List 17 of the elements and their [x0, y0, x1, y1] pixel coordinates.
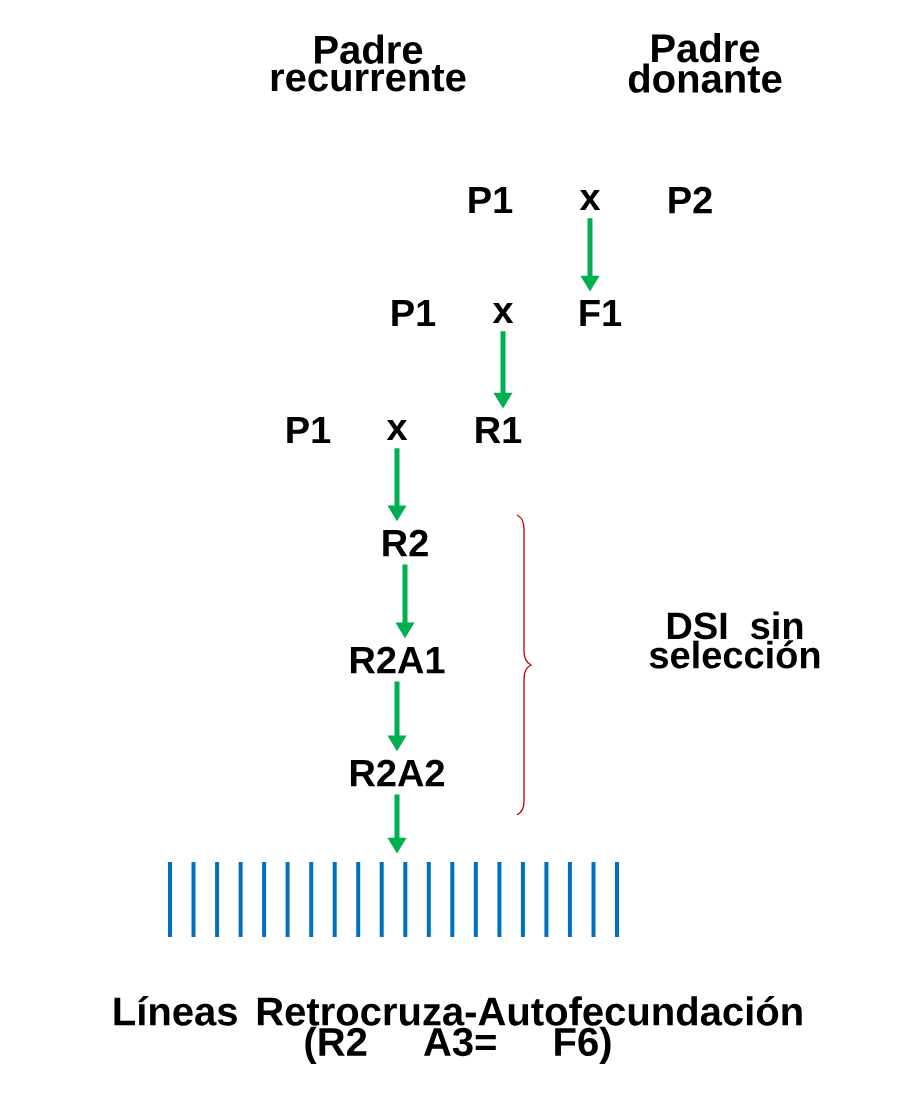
node-text: x — [386, 419, 408, 441]
node-text: P1 — [287, 416, 331, 444]
heading-text: Padre donante — [628, 33, 782, 93]
node-text: x — [492, 302, 514, 324]
vertical-lines-drawing — [168, 862, 619, 937]
heading-text: Padre recurrente — [271, 34, 466, 92]
heading-text: DSI sin selección — [649, 611, 820, 669]
heading-text: Líneas Retrocruza-Autofecundación (R2 A3= F6) — [114, 996, 802, 1064]
node-text: F1 — [580, 299, 622, 327]
node-text: P1 — [392, 299, 436, 327]
node-text: P2 — [669, 186, 712, 214]
node-text: R2 — [383, 529, 428, 557]
node-text: P1 — [469, 186, 513, 214]
node-text: R2A2 — [350, 759, 445, 787]
node-text: R2A1 — [350, 646, 445, 674]
node-text: x — [579, 189, 601, 211]
node-text: R1 — [476, 416, 522, 444]
